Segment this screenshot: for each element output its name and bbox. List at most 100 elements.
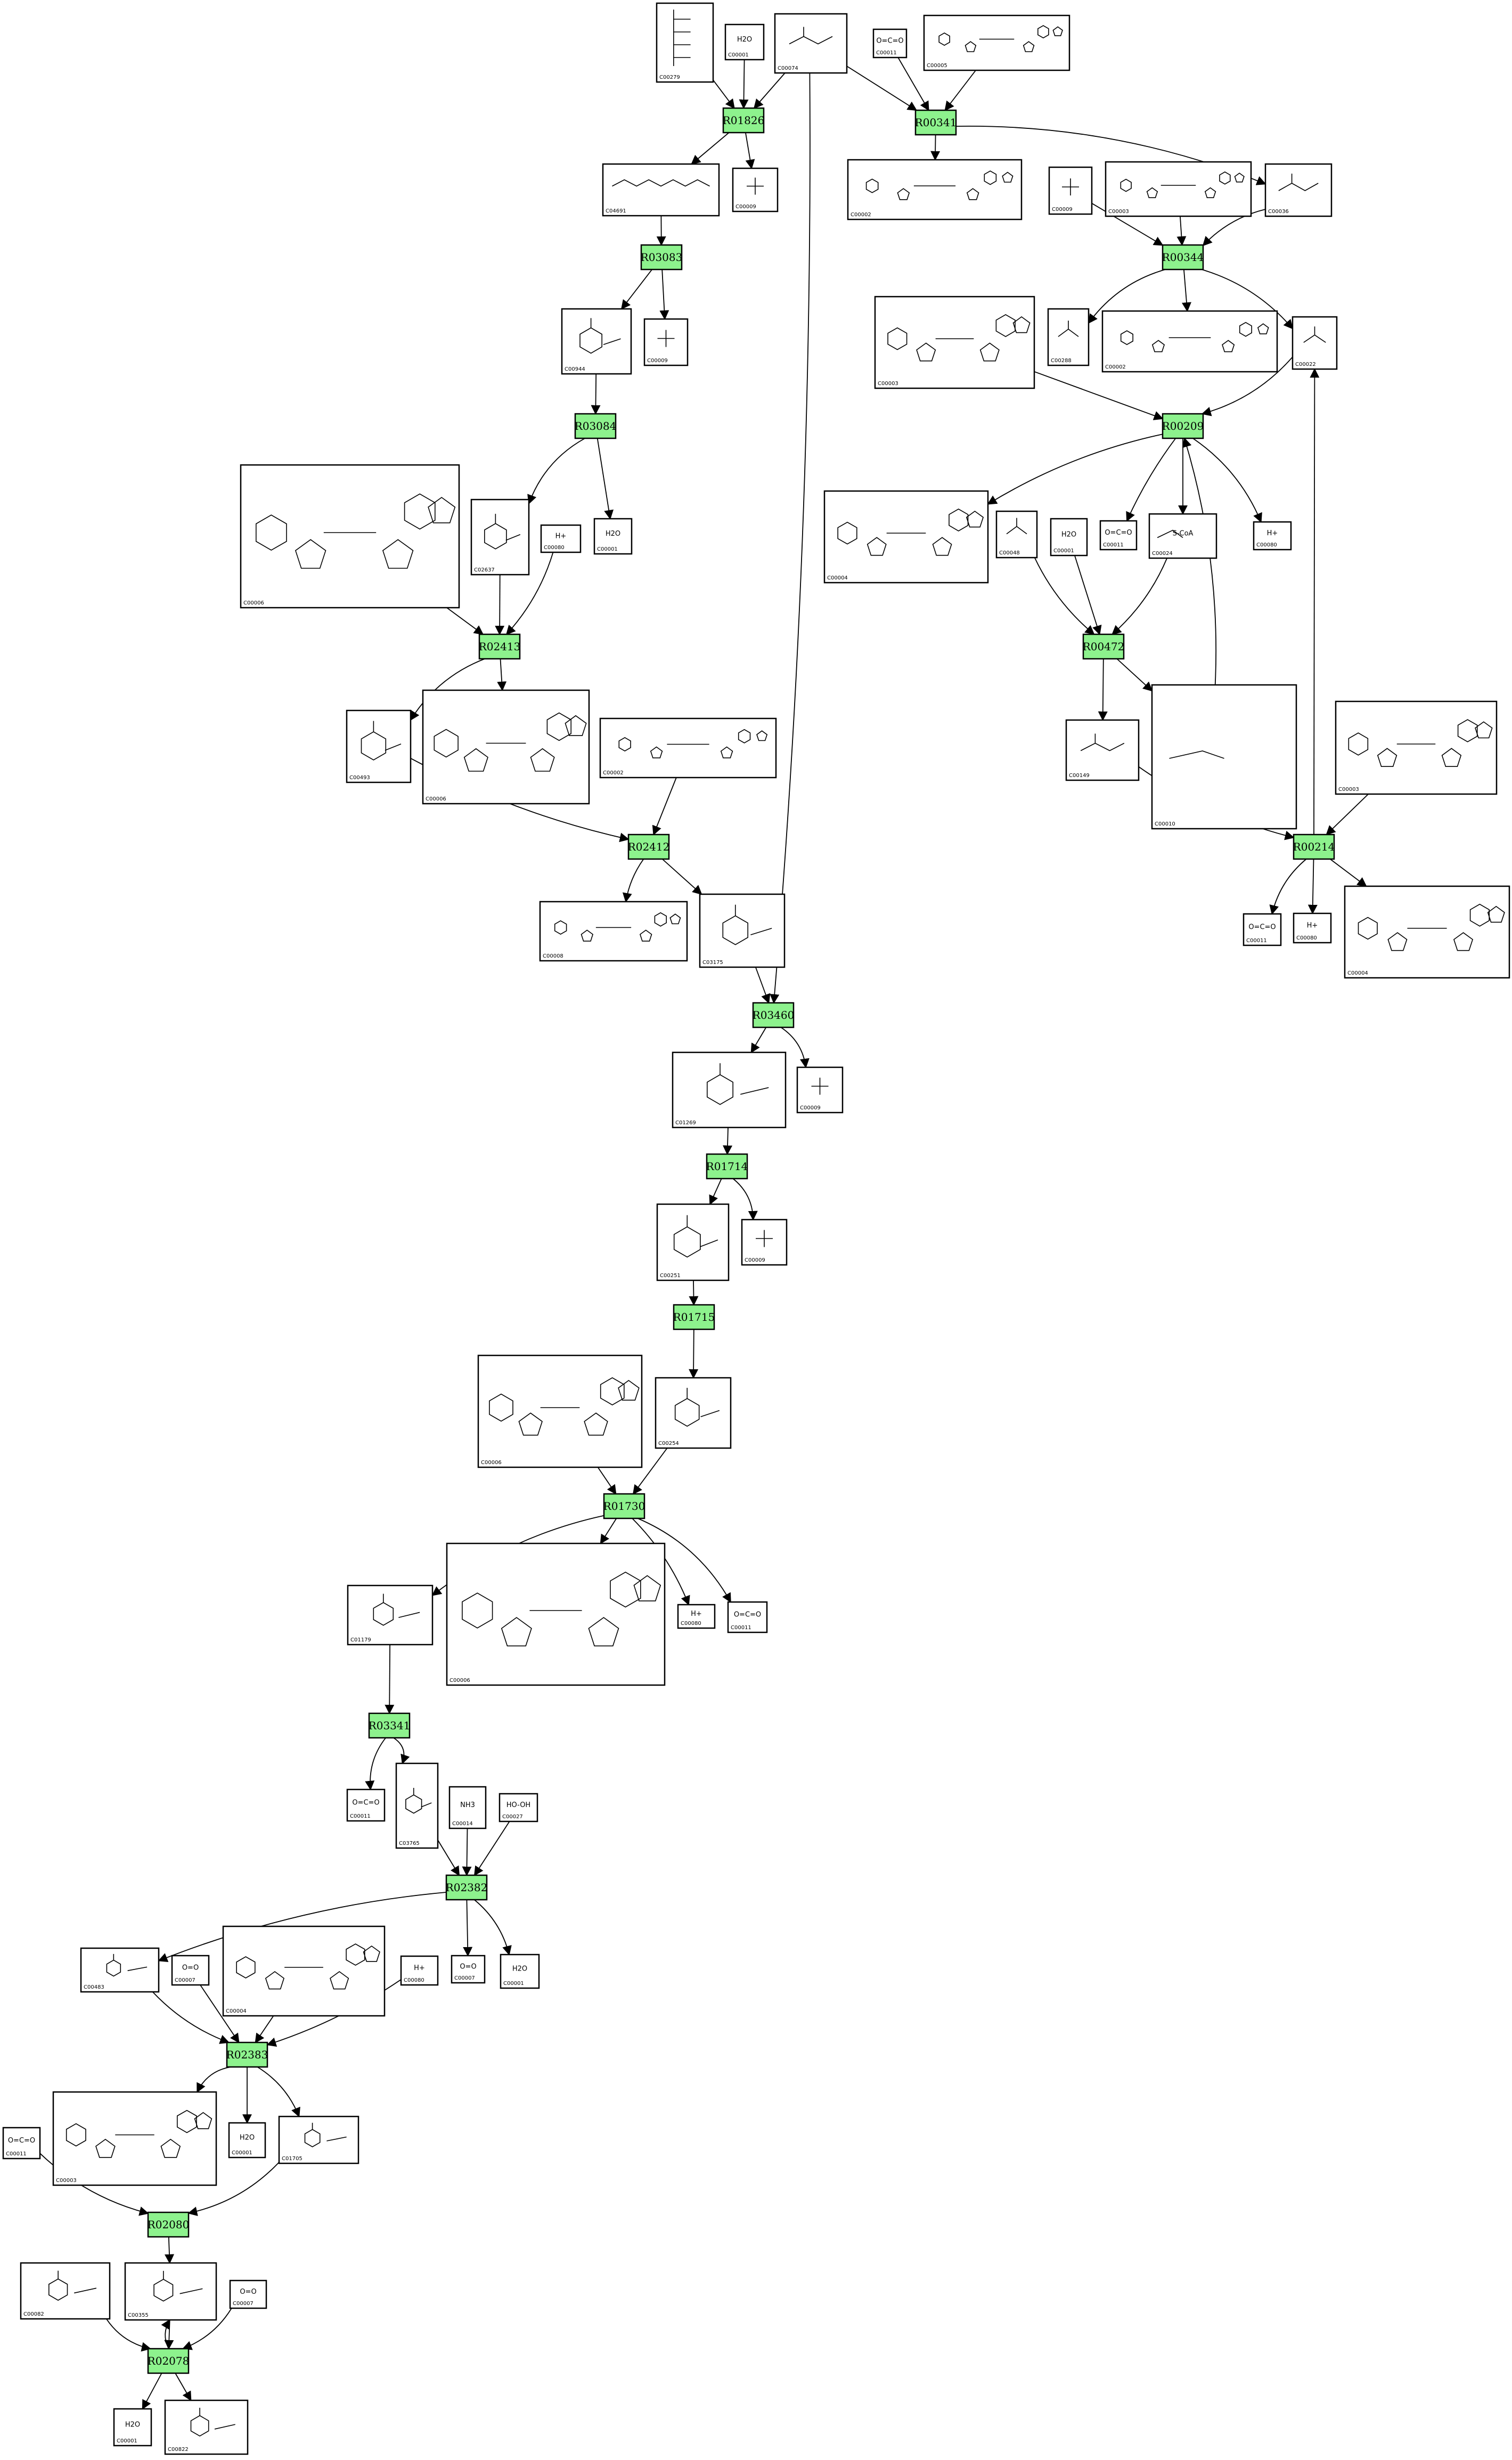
- compound-box: [347, 1584, 434, 1646]
- compound-box: [164, 2399, 249, 2455]
- compound-id: C00001: [728, 52, 749, 58]
- compound-box: [1065, 719, 1140, 781]
- reaction-node[interactable]: R01730: [603, 1493, 645, 1519]
- compound-formula: H2O: [512, 1965, 527, 1973]
- compound-box: [655, 1377, 732, 1449]
- reaction-box[interactable]: [226, 2041, 268, 2068]
- edge-arrow: [505, 552, 554, 635]
- edge-arrow: [165, 2236, 174, 2264]
- reaction-box[interactable]: [603, 1493, 645, 1519]
- compound-box: [80, 1947, 160, 1993]
- reaction-box[interactable]: [722, 107, 765, 134]
- edge-arrow: [944, 70, 976, 111]
- compound-formula: H+: [555, 533, 567, 541]
- compound-formula: O=C=O: [876, 37, 903, 45]
- edge-arrow: [713, 79, 735, 109]
- reaction-node[interactable]: R02383: [226, 2041, 268, 2068]
- compound-box: [656, 2, 714, 83]
- edge-arrow: [257, 2066, 300, 2118]
- reaction-node[interactable]: R02412: [627, 833, 670, 860]
- compound-box: [451, 1955, 486, 1984]
- reaction-node[interactable]: R00472: [1082, 633, 1125, 660]
- reaction-node[interactable]: R03084: [574, 413, 617, 439]
- compound-node: C00003: [874, 296, 1035, 389]
- edge-arrow: [1126, 438, 1176, 522]
- reaction-box[interactable]: [914, 109, 957, 136]
- edge-arrow: [638, 1518, 731, 1603]
- edge-arrow: [689, 1329, 699, 1379]
- compound-box: [448, 1786, 487, 1829]
- reaction-node[interactable]: R03083: [640, 244, 683, 271]
- edge-arrow: [1182, 437, 1217, 685]
- reaction-label: R01714: [706, 1160, 748, 1173]
- reaction-node[interactable]: R00209: [1162, 413, 1204, 439]
- reaction-box[interactable]: [478, 633, 521, 660]
- compound-box: [113, 2408, 152, 2447]
- compound-node: H+C00080: [677, 1604, 716, 1629]
- reaction-box[interactable]: [706, 1153, 748, 1180]
- compound-id: C00007: [233, 2301, 254, 2307]
- reaction-node[interactable]: R00214: [1293, 833, 1335, 860]
- compound-id: C00288: [1051, 358, 1072, 364]
- compound-id: C00149: [1069, 773, 1090, 779]
- edge-arrow: [661, 859, 702, 895]
- reaction-node[interactable]: R02080: [147, 2211, 190, 2238]
- reaction-box[interactable]: [147, 2348, 190, 2374]
- compound-node: C00009: [732, 167, 779, 213]
- edge-arrow: [1088, 269, 1166, 324]
- reaction-box[interactable]: [1162, 244, 1204, 271]
- reaction-box[interactable]: [752, 1002, 795, 1028]
- compound-box: [346, 1788, 386, 1822]
- edge-arrow: [780, 1027, 810, 1068]
- reaction-node[interactable]: R01826: [722, 107, 765, 134]
- edge-arrow: [620, 269, 652, 310]
- reaction-node[interactable]: R00344: [1162, 244, 1204, 271]
- reaction-box[interactable]: [574, 413, 617, 439]
- edge-arrow: [596, 438, 614, 520]
- compound-node: C00002: [1101, 310, 1278, 373]
- reaction-box[interactable]: [1082, 633, 1125, 660]
- compound-box: [229, 2279, 267, 2309]
- reaction-box[interactable]: [1293, 833, 1335, 860]
- compound-id: C00009: [800, 1105, 821, 1111]
- compound-id: C00003: [1108, 209, 1129, 215]
- reaction-node[interactable]: R02413: [478, 633, 521, 660]
- reaction-box[interactable]: [627, 833, 670, 860]
- edge-arrow: [1176, 216, 1187, 246]
- edge-arrow: [770, 72, 811, 1004]
- compound-box: [395, 1762, 439, 1849]
- compound-node: O=C=O C00011: [346, 1788, 386, 1822]
- compound-box: [1050, 518, 1088, 557]
- edge-arrow: [1329, 859, 1367, 887]
- compound-box: [400, 1955, 439, 1986]
- compound-id: C00011: [350, 1813, 371, 1819]
- compound-node: C00003: [1335, 700, 1498, 795]
- compound-box: [774, 13, 848, 74]
- reaction-node[interactable]: R03341: [368, 1712, 411, 1739]
- compound-id: C03765: [399, 1841, 420, 1846]
- reaction-node[interactable]: R02078: [147, 2348, 190, 2374]
- reaction-node[interactable]: R03460: [752, 1002, 795, 1028]
- compound-formula: H+: [691, 1610, 702, 1618]
- reaction-box[interactable]: [147, 2211, 190, 2238]
- reaction-node[interactable]: R01714: [706, 1153, 748, 1180]
- compound-id: C00001: [597, 546, 618, 552]
- reaction-box[interactable]: [445, 1874, 488, 1901]
- reaction-node[interactable]: R02382: [445, 1874, 488, 1901]
- reaction-box[interactable]: [1162, 413, 1204, 439]
- reaction-node[interactable]: R00341: [914, 109, 957, 136]
- compound-node: C00082: [20, 2262, 111, 2320]
- reaction-box[interactable]: [640, 244, 683, 271]
- reaction-node[interactable]: R01715: [673, 1304, 715, 1330]
- compound-node: C00002: [599, 717, 777, 779]
- compound-id: C00011: [731, 1625, 751, 1631]
- reaction-label: R01826: [723, 114, 765, 127]
- compound-formula: O=C=O: [352, 1799, 379, 1807]
- compound-id: C00048: [999, 550, 1020, 556]
- reaction-box[interactable]: [368, 1712, 411, 1739]
- reaction-box[interactable]: [673, 1304, 715, 1330]
